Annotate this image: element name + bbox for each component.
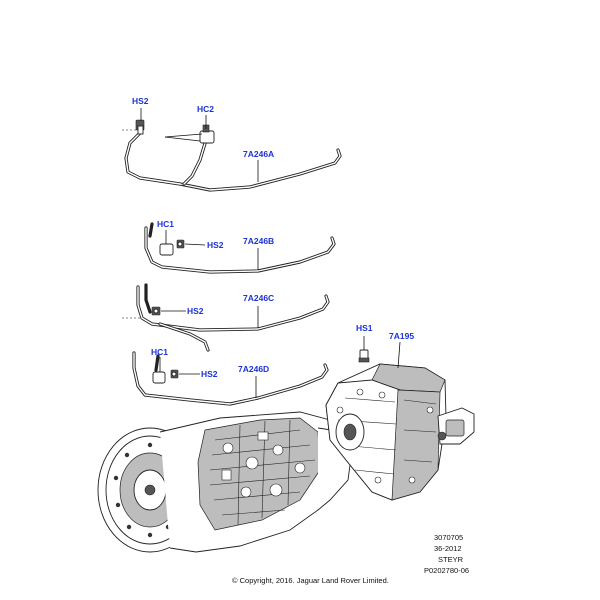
reference-date: 36-2012 <box>434 544 462 553</box>
banjo-bolt-hs1 <box>358 349 370 363</box>
copyright-notice: © Copyright, 2016. Jaguar Land Rover Lim… <box>232 576 389 585</box>
vent-pipe-7a246a <box>124 131 342 192</box>
hose-clamp-hs2-c <box>151 306 161 316</box>
hose-clamp-hs2-b <box>176 239 185 249</box>
vent-pipe-7a246d-assembly: HC1 HS2 7A246D <box>132 347 329 406</box>
clip-hc1-d <box>152 371 166 384</box>
transmission-illustration <box>97 411 353 553</box>
callout-hs1: HS1 <box>356 323 373 333</box>
transfer-case-illustration: HS1 7A195 <box>325 323 475 501</box>
callout-hc1-d: HC1 <box>151 347 168 357</box>
vent-pipe-7a246a-assembly: HS2 HC2 7A246A <box>122 96 342 192</box>
reference-supplier: STEYR <box>438 555 464 564</box>
callout-hc1-b: HC1 <box>157 219 174 229</box>
callout-hs2-b: HS2 <box>207 240 224 250</box>
vent-pipe-7a246b <box>144 226 336 274</box>
callout-hs2-d: HS2 <box>201 369 218 379</box>
callout-hs2-c: HS2 <box>187 306 204 316</box>
callout-7a195: 7A195 <box>389 331 414 341</box>
hose-clamp-hs2-a <box>135 119 145 135</box>
reference-number: 3070705 <box>434 533 463 542</box>
clip-hc1-b <box>159 243 174 256</box>
clip-hc2-a <box>199 124 215 144</box>
callout-hc2-a: HC2 <box>197 104 214 114</box>
callout-7a246c: 7A246C <box>243 293 274 303</box>
vent-pipe-7a246c <box>136 285 330 332</box>
vent-pipe-7a246c-assembly: HS2 7A246C <box>122 283 330 352</box>
hose-clamp-hs2-d <box>170 369 179 379</box>
reference-block: 3070705 36-2012 STEYR P0202780-06 <box>424 533 469 575</box>
vent-pipe-7a246b-assembly: HC1 HS2 7A246B <box>144 219 336 274</box>
reference-illustration-id: P0202780-06 <box>424 566 469 575</box>
callout-hs2-a: HS2 <box>132 96 149 106</box>
callout-7a246b: 7A246B <box>243 236 274 246</box>
callout-7a246a: 7A246A <box>243 149 274 159</box>
callout-7a246d: 7A246D <box>238 364 269 374</box>
